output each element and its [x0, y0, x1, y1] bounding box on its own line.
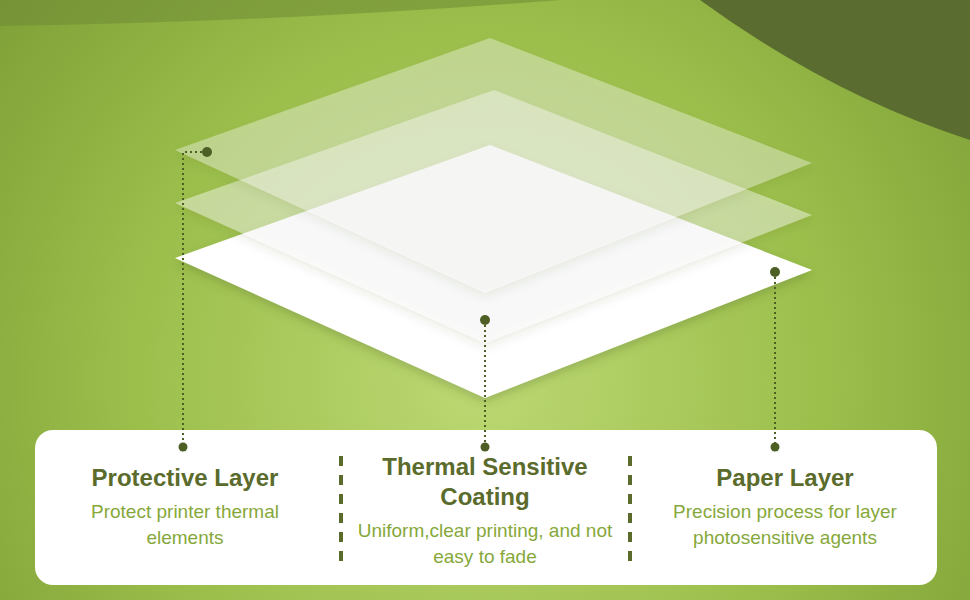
leader-dot — [770, 267, 780, 277]
layer-caption: Precision process for layer photosensiti… — [649, 499, 921, 551]
leader-dot — [202, 147, 212, 157]
leader-dot — [480, 315, 490, 325]
layer-heading: Paper Layer — [640, 463, 930, 493]
protective-layer-sheet — [175, 38, 812, 293]
text-panel — [35, 430, 937, 585]
layer-description: Thermal Sensitive CoatingUniform,clear p… — [350, 452, 620, 570]
column-divider — [339, 456, 343, 566]
layer-description: Paper LayerPrecision process for layer p… — [640, 463, 930, 551]
leader-line — [484, 320, 486, 447]
leader-line — [183, 152, 207, 447]
leader-line — [774, 272, 776, 447]
leader-dot — [179, 443, 188, 452]
corner-shade — [0, 0, 560, 26]
leader-dot — [481, 443, 490, 452]
layer-heading: Protective Layer — [40, 463, 330, 493]
corner-shape — [700, 0, 970, 140]
layer-description: Protective LayerProtect printer thermal … — [40, 463, 330, 551]
layer-heading: Thermal Sensitive Coating — [360, 452, 610, 512]
layer-caption: Protect printer thermal elements — [85, 499, 285, 551]
layer-caption: Uniform,clear printing, and not easy to … — [354, 518, 616, 570]
column-divider — [628, 456, 632, 566]
leader-dot — [771, 443, 780, 452]
